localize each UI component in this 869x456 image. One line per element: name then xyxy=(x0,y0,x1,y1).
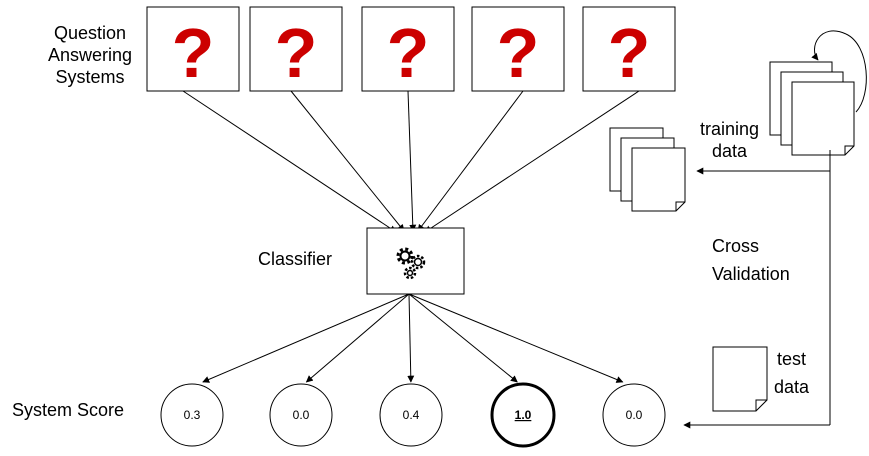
question-mark-icon: ? xyxy=(172,14,215,92)
score-circle: 0.0 xyxy=(602,383,666,447)
qa-systems-group: ????? xyxy=(146,6,676,92)
classifier-to-score-arrow xyxy=(202,293,410,383)
gears-icon xyxy=(396,247,426,280)
training-data-documents-icon xyxy=(609,127,686,212)
classifier-to-score-arrow xyxy=(407,293,415,383)
classifier-label: Classifier xyxy=(258,249,333,269)
qa-system-box: ? xyxy=(249,6,343,92)
system-to-classifier-arrow xyxy=(417,90,524,232)
test-data-label: test data xyxy=(774,349,810,397)
question-mark-icon: ? xyxy=(497,14,540,92)
classifier-to-score-arrows xyxy=(202,293,624,383)
score-value: 0.0 xyxy=(626,408,643,422)
question-mark-icon: ? xyxy=(275,14,318,92)
score-circle: 0.3 xyxy=(160,383,224,447)
score-value: 0.0 xyxy=(293,408,310,422)
question-answering-systems-label: Question Answering Systems xyxy=(47,23,133,87)
system-to-classifier-arrow xyxy=(290,90,405,232)
qa-system-box: ? xyxy=(146,6,240,92)
system-to-classifier-arrow xyxy=(182,90,397,233)
qa-system-box: ? xyxy=(582,6,676,92)
classifier-to-score-arrow xyxy=(305,293,410,383)
system-scores-group: 0.3 0.0 0.4 1.0 0.0 xyxy=(160,382,666,448)
classifier-to-score-arrow xyxy=(408,293,518,383)
system-to-classifier-arrow xyxy=(424,90,640,233)
score-value: 0.4 xyxy=(403,408,420,422)
score-value: 1.0 xyxy=(515,408,532,422)
question-mark-icon: ? xyxy=(387,14,430,92)
test-data-document-icon xyxy=(712,346,768,412)
cross-validation-arrows xyxy=(683,150,831,429)
best-score-circle: 1.0 xyxy=(490,382,556,448)
classifier-box xyxy=(366,227,465,295)
score-circle: 0.0 xyxy=(269,383,333,447)
system-to-classifier-arrows xyxy=(182,90,640,233)
classifier-to-score-arrow xyxy=(408,293,624,383)
dataset-documents-icon xyxy=(769,30,867,156)
system-score-label: System Score xyxy=(12,400,125,420)
score-value: 0.3 xyxy=(184,408,201,422)
qa-system-box: ? xyxy=(471,6,565,92)
score-circle: 0.4 xyxy=(379,383,443,447)
cross-validation-label: Cross Validation xyxy=(712,236,790,284)
training-data-label: training data xyxy=(700,119,760,161)
system-to-classifier-arrow xyxy=(407,90,417,232)
question-mark-icon: ? xyxy=(608,14,651,92)
qa-system-box: ? xyxy=(361,6,455,92)
